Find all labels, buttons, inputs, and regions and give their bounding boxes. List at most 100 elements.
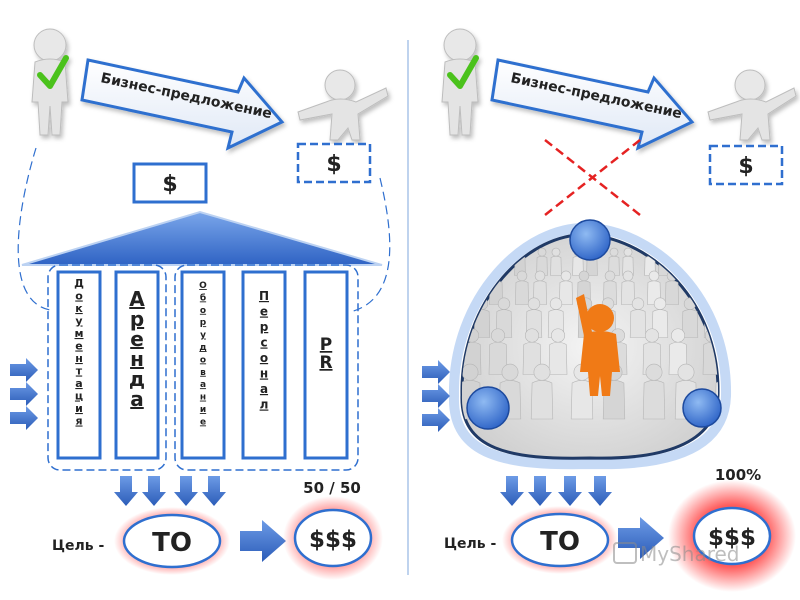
crowd-person-head <box>534 270 546 282</box>
percent-label: 100% <box>715 466 761 484</box>
goal-value-left: ТО <box>152 528 192 558</box>
crowd-person-body <box>550 255 562 276</box>
business-offer-arrow <box>80 58 285 151</box>
crowd-person-head <box>533 363 551 381</box>
dollar-box-top <box>132 162 208 204</box>
crowd-person-head <box>609 247 619 257</box>
crowd-person-head <box>653 297 667 310</box>
crowd-person-body <box>608 255 620 276</box>
crowd-person-head <box>527 297 541 310</box>
crowd-person-head <box>497 297 511 310</box>
crowd-person-head <box>648 270 660 282</box>
watermark: MyShared <box>613 542 740 566</box>
crowd-person-head <box>645 363 663 381</box>
result-arrow-right <box>618 517 664 559</box>
goal-ellipse-right <box>510 512 610 568</box>
dashed-connector-left <box>17 147 51 311</box>
dashed-connector-right <box>349 177 391 313</box>
dollar-box-partner-right-label: $ <box>738 154 753 179</box>
partner-person-icon <box>297 69 389 141</box>
crowd-person-body <box>559 280 573 305</box>
column-2 <box>114 270 160 460</box>
building-roof <box>21 210 383 266</box>
right-panel: Бизнес-предложение $ <box>422 28 797 592</box>
goal-ellipse-left <box>122 513 222 569</box>
dollar-box-partner-right <box>708 144 784 186</box>
input-arrows-left <box>10 358 38 430</box>
crowd-person-body <box>622 255 634 276</box>
network-node-left <box>466 386 510 430</box>
person-with-check-icon-right <box>441 28 479 136</box>
crowd-person-body <box>642 380 666 420</box>
dollar-box-top-label: $ <box>162 172 177 197</box>
result-ellipse-right <box>692 506 772 566</box>
down-arrows-right <box>500 476 612 506</box>
crowd-person-body <box>515 280 529 305</box>
crowd-person-head <box>461 363 479 381</box>
crowd-person-head <box>501 363 519 381</box>
result-ellipse-left <box>293 508 373 568</box>
watermark-text: MyShared <box>640 542 740 566</box>
crowd-person-head <box>524 328 540 343</box>
goal-label-right: Цель - <box>444 536 496 552</box>
crowd-person-head <box>516 270 528 282</box>
dollar-box-partner <box>296 142 372 184</box>
column-group-right <box>174 264 359 471</box>
watermark-icon <box>613 542 637 564</box>
person-with-check-icon <box>31 28 69 136</box>
crowd-person-head <box>644 328 660 343</box>
column-1 <box>56 270 102 460</box>
crowd-person-body <box>536 255 548 276</box>
crowd-person-head <box>631 297 645 310</box>
crowd-person-head <box>670 328 686 343</box>
crowd-person-body <box>681 309 699 338</box>
crowd-person-head <box>549 297 563 310</box>
crowd-shape-glow <box>448 222 732 470</box>
red-cross-icon <box>544 139 641 216</box>
column-5 <box>303 270 349 460</box>
network-node-right <box>682 388 722 428</box>
crowd-person-body <box>665 280 679 305</box>
crowd-person-head <box>551 247 561 257</box>
goal-value-right: ТО <box>540 527 580 557</box>
crowd-person-head <box>692 270 704 282</box>
down-arrows-left <box>114 476 226 506</box>
ratio-label: 50 / 50 <box>303 479 361 497</box>
crowd-person-body <box>709 280 719 305</box>
crowd-person-head <box>537 247 547 257</box>
crowd-person-head <box>677 363 695 381</box>
column-4 <box>241 270 287 460</box>
crowd-person-head <box>550 328 566 343</box>
dollar-box-partner-label: $ <box>326 152 341 177</box>
crowd-person-head <box>681 247 691 257</box>
crowd-person-head <box>710 270 719 282</box>
result-arrow-left <box>240 520 286 562</box>
result-value-left: $$$ <box>309 527 357 553</box>
crowd-person-body <box>548 341 568 375</box>
input-arrows-right <box>422 360 450 432</box>
goal-label-left: Цель - <box>52 538 104 554</box>
network-node-top <box>569 219 611 261</box>
crowd-person-head <box>623 247 633 257</box>
leader-person-icon <box>576 294 620 396</box>
crowd-person-head <box>578 270 590 282</box>
crowd-person-head <box>622 270 634 282</box>
business-offer-arrow-right <box>490 58 695 151</box>
crowd-person-head <box>490 328 506 343</box>
crowd-person-head <box>604 270 616 282</box>
partner-person-icon-right <box>707 69 797 141</box>
crowd-person-body <box>629 309 647 338</box>
result-value-right: $$$ <box>708 525 756 551</box>
crowd-person-body <box>570 380 594 420</box>
crowd-person-body <box>530 380 554 420</box>
crowd-person-head <box>560 270 572 282</box>
column-3 <box>180 270 226 460</box>
